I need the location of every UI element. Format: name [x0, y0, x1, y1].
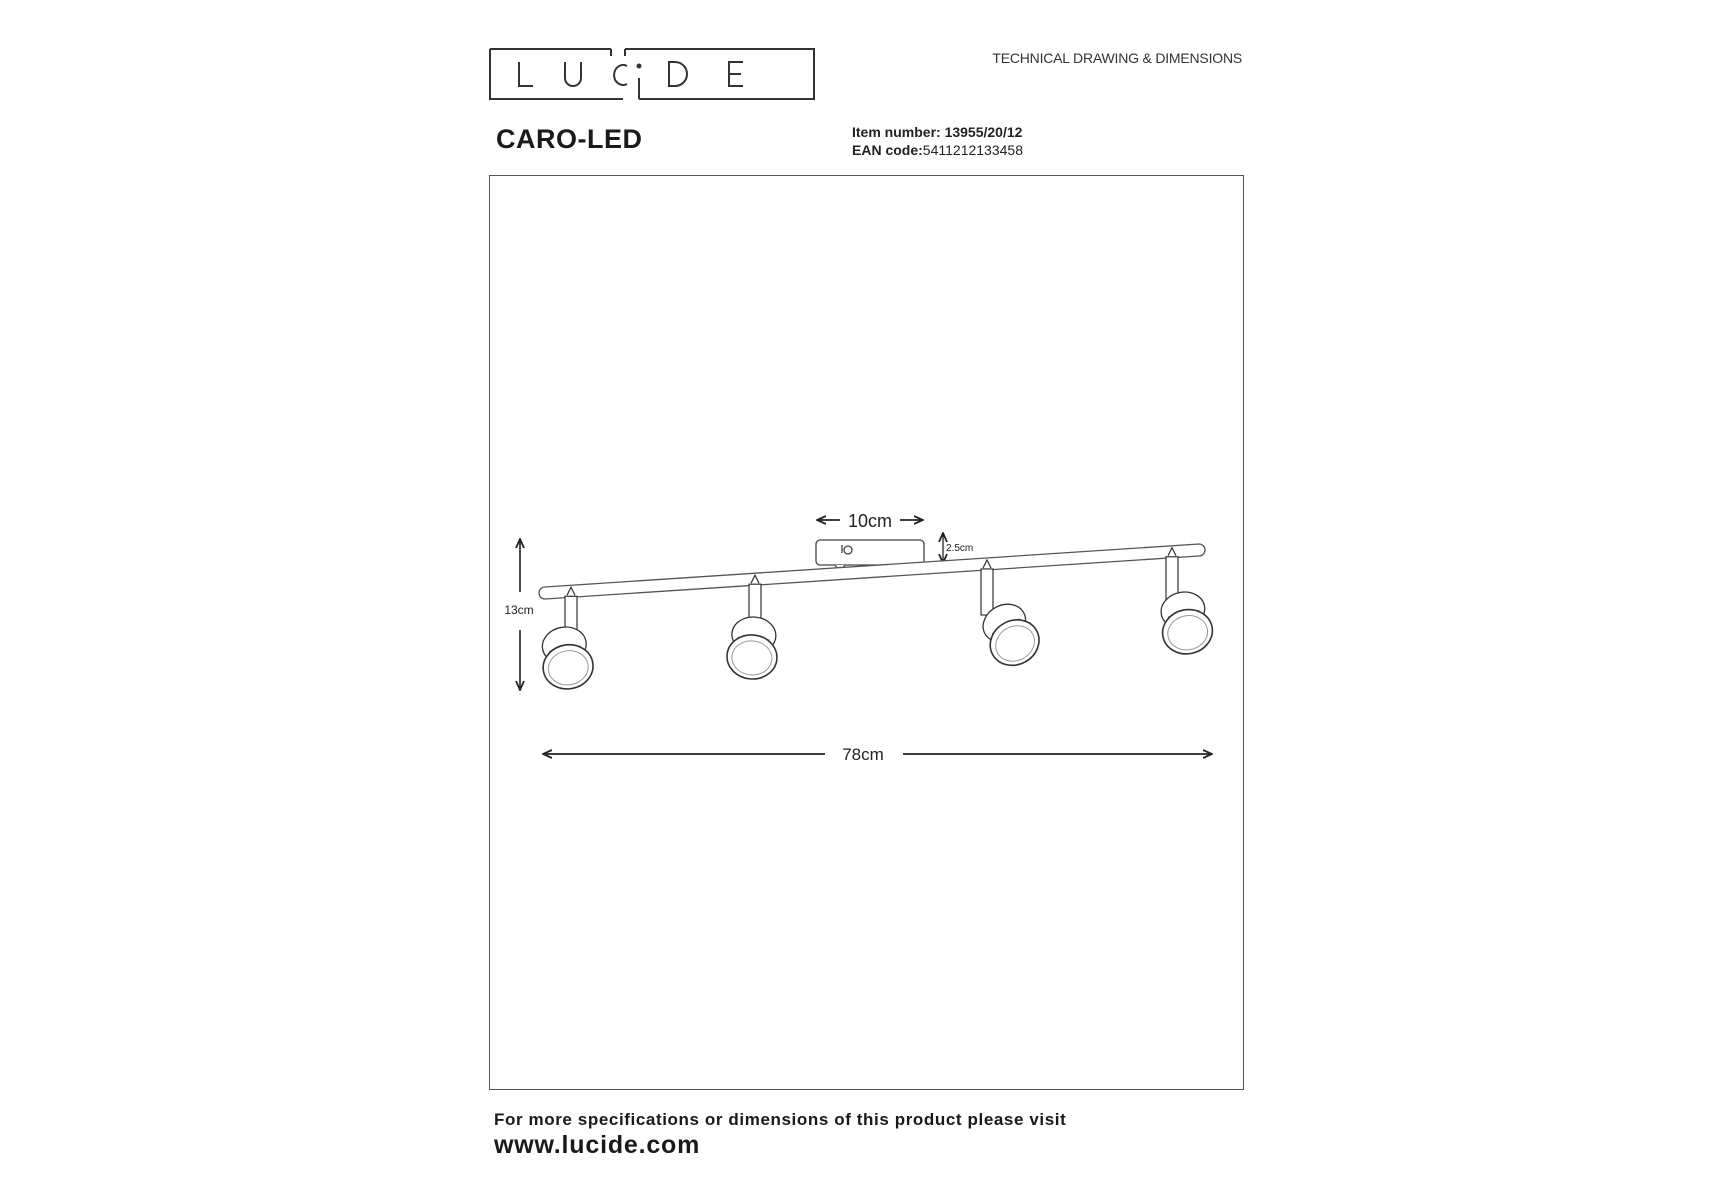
- footer-url[interactable]: www.lucide.com: [494, 1131, 701, 1159]
- canopy-height-label: 2.5cm: [946, 543, 973, 554]
- spotlight: [1160, 546, 1214, 655]
- item-number-label: Item number:: [852, 124, 941, 140]
- total-height-dimension: 13cm: [504, 540, 534, 689]
- spotlights: [541, 546, 1214, 690]
- lucide-logo: [489, 48, 815, 100]
- spotlight: [980, 558, 1040, 667]
- item-number-value: 13955/20/12: [944, 124, 1023, 140]
- rail: [538, 543, 1206, 600]
- product-name: CARO-LED: [496, 124, 643, 154]
- item-number-line: Item number: 13955/20/12: [852, 124, 1022, 140]
- footer-note: For more specifications or dimensions of…: [494, 1110, 1067, 1129]
- ean-label: EAN code:: [852, 142, 923, 158]
- document-type-label: TECHNICAL DRAWING & DIMENSIONS: [992, 50, 1242, 66]
- total-height-label: 13cm: [504, 603, 533, 617]
- spotlight: [541, 585, 594, 690]
- canopy-width-dimension: 10cm: [818, 511, 922, 531]
- canopy-width-label: 10cm: [848, 511, 892, 531]
- ean-value: 5411212133458: [922, 142, 1023, 158]
- total-length-dimension: 78cm: [544, 745, 1211, 764]
- ean-line: EAN code:5411212133458: [852, 142, 1023, 158]
- drawing-frame: [489, 175, 1244, 1090]
- canopy-height-dimension: 2.5cm: [943, 534, 973, 562]
- spotlight: [726, 573, 778, 680]
- total-length-label: 78cm: [842, 745, 884, 764]
